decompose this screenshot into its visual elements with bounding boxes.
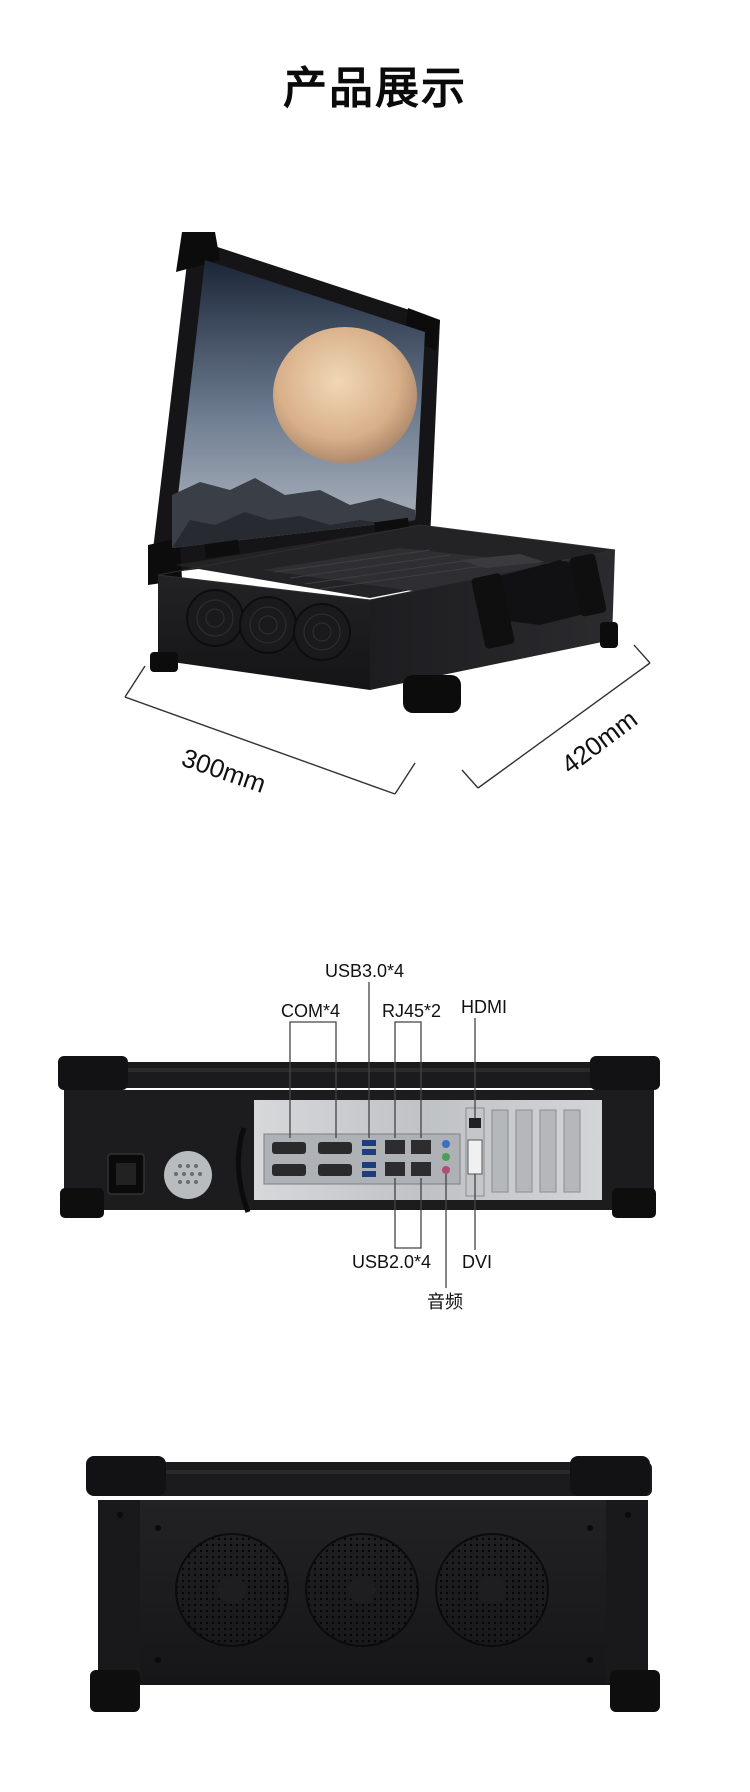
page-title: 产品展示	[283, 63, 467, 114]
label-rj45: RJ45*2	[382, 1001, 441, 1021]
vent-grille	[164, 1151, 212, 1199]
moon-image	[273, 327, 417, 463]
label-usb2: USB2.0*4	[352, 1252, 431, 1272]
front-top-rail	[86, 1456, 652, 1496]
corner-bumper	[403, 675, 461, 713]
keyboard-deck	[175, 525, 615, 598]
dimension-lines	[124, 644, 651, 795]
depth-dimension-label: 420mm	[556, 704, 643, 780]
port-leader-lines	[289, 982, 476, 1288]
product-photo-laptop-open: 300mm 420mm	[124, 232, 651, 799]
carry-handle	[471, 553, 607, 649]
rear-top-rail	[58, 1056, 660, 1090]
usb-ports	[362, 1140, 376, 1177]
expansion-slots	[491, 1109, 581, 1193]
video-bracket	[465, 1107, 485, 1197]
fan-grille	[186, 589, 351, 661]
io-panel	[254, 1100, 602, 1200]
rj45-ports	[385, 1140, 431, 1176]
bottom-bumpers	[90, 1670, 660, 1712]
laptop-lid	[148, 232, 440, 585]
width-dimension-label: 300mm	[178, 742, 270, 799]
product-photo-front-fans	[86, 1456, 660, 1712]
fan-grille	[175, 1533, 549, 1647]
label-audio: 音频	[427, 1292, 463, 1312]
com-ports	[272, 1142, 352, 1176]
laptop-body	[150, 524, 618, 713]
touchpad	[460, 554, 545, 568]
audio-jacks	[442, 1140, 450, 1174]
label-hdmi: HDMI	[461, 997, 507, 1017]
screen-display	[172, 260, 425, 548]
label-usb3: USB3.0*4	[325, 961, 404, 981]
power-inlet	[107, 1153, 145, 1195]
product-photo-rear-io: USB3.0*4 COM*4 RJ45*2 HDMI USB2.0*4 DVI …	[58, 961, 660, 1312]
label-com: COM*4	[281, 1001, 340, 1021]
label-dvi: DVI	[462, 1252, 492, 1272]
